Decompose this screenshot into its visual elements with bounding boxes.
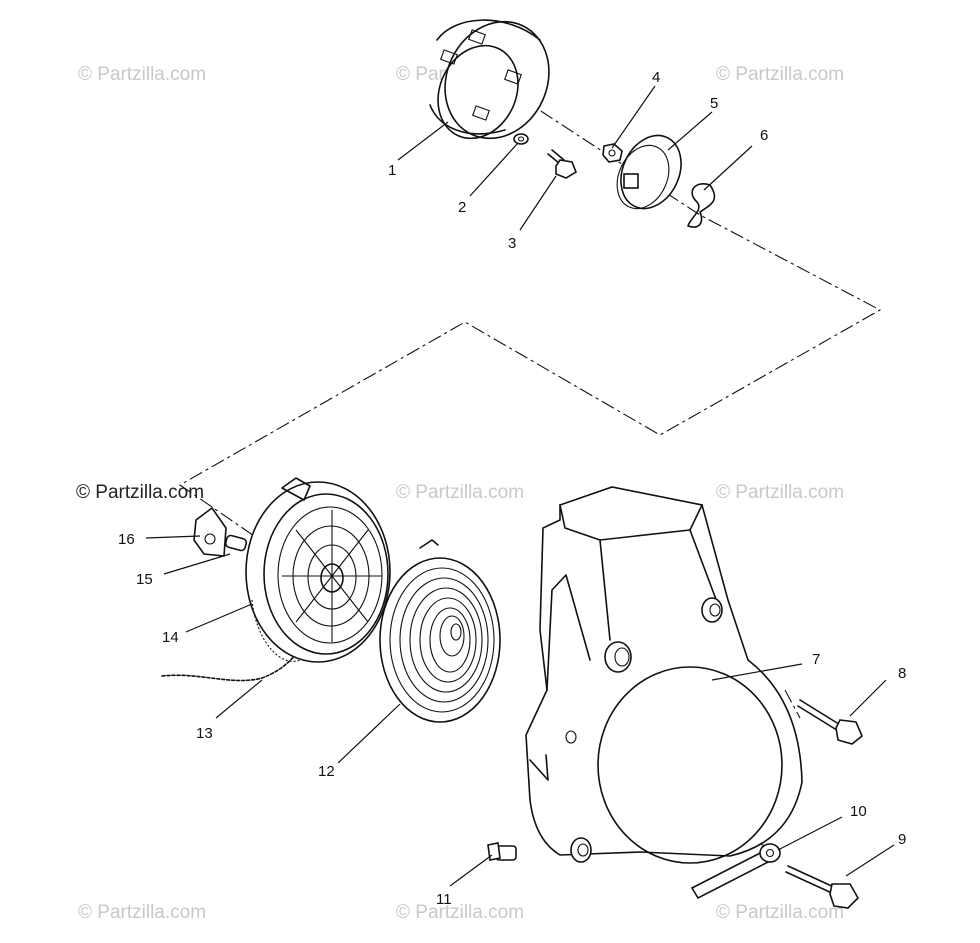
watermark: © Partzilla.com	[716, 482, 844, 503]
callout-1: 1	[388, 162, 396, 179]
part-fan-housing	[525, 486, 803, 864]
leader-lines	[145, 85, 895, 887]
watermark: © Partzilla.com	[716, 64, 844, 85]
callout-15: 15	[136, 571, 153, 588]
callout-13: 13	[196, 725, 213, 742]
callout-10: 10	[850, 803, 867, 820]
callout-2: 2	[458, 199, 466, 216]
part-washer	[513, 133, 529, 145]
watermark: © Partzilla.com	[396, 482, 524, 503]
callout-9: 9	[898, 831, 906, 848]
callout-16: 16	[118, 531, 135, 548]
part-strap	[690, 843, 781, 900]
watermark: © Partzilla.com	[396, 902, 524, 923]
part-bolt-9	[785, 865, 859, 909]
watermark: © Partzilla.com	[76, 482, 204, 503]
part-recoil-spring	[379, 539, 501, 723]
callout-3: 3	[508, 235, 516, 252]
watermark: © Partzilla.com	[78, 902, 206, 923]
part-plug	[487, 842, 517, 861]
callout-4: 4	[652, 69, 660, 86]
part-pin	[224, 534, 248, 552]
part-recoil-reel	[245, 477, 391, 663]
watermark: © Partzilla.com	[716, 902, 844, 923]
callout-labels: 1 2 3 4 5 6 7 8 9 10 11 12 13 14 15 16	[118, 69, 906, 908]
callout-8: 8	[898, 665, 906, 682]
part-bolt-8	[797, 699, 863, 745]
callout-12: 12	[318, 763, 335, 780]
callout-6: 6	[760, 127, 768, 144]
part-spring-clip	[687, 183, 716, 228]
part-nut	[602, 143, 623, 163]
callout-11: 11	[436, 891, 452, 908]
callout-5: 5	[710, 95, 718, 112]
watermark-layer: © Partzilla.com © Partzilla.com © Partzi…	[76, 64, 844, 923]
callout-7: 7	[812, 651, 820, 668]
part-bolt-small	[547, 149, 577, 179]
part-starter-rope	[161, 649, 301, 682]
part-pulley-disc	[616, 134, 682, 210]
part-ring-cup	[429, 19, 550, 140]
callout-14: 14	[162, 629, 179, 646]
watermark: © Partzilla.com	[78, 64, 206, 85]
part-pawl	[193, 506, 227, 557]
